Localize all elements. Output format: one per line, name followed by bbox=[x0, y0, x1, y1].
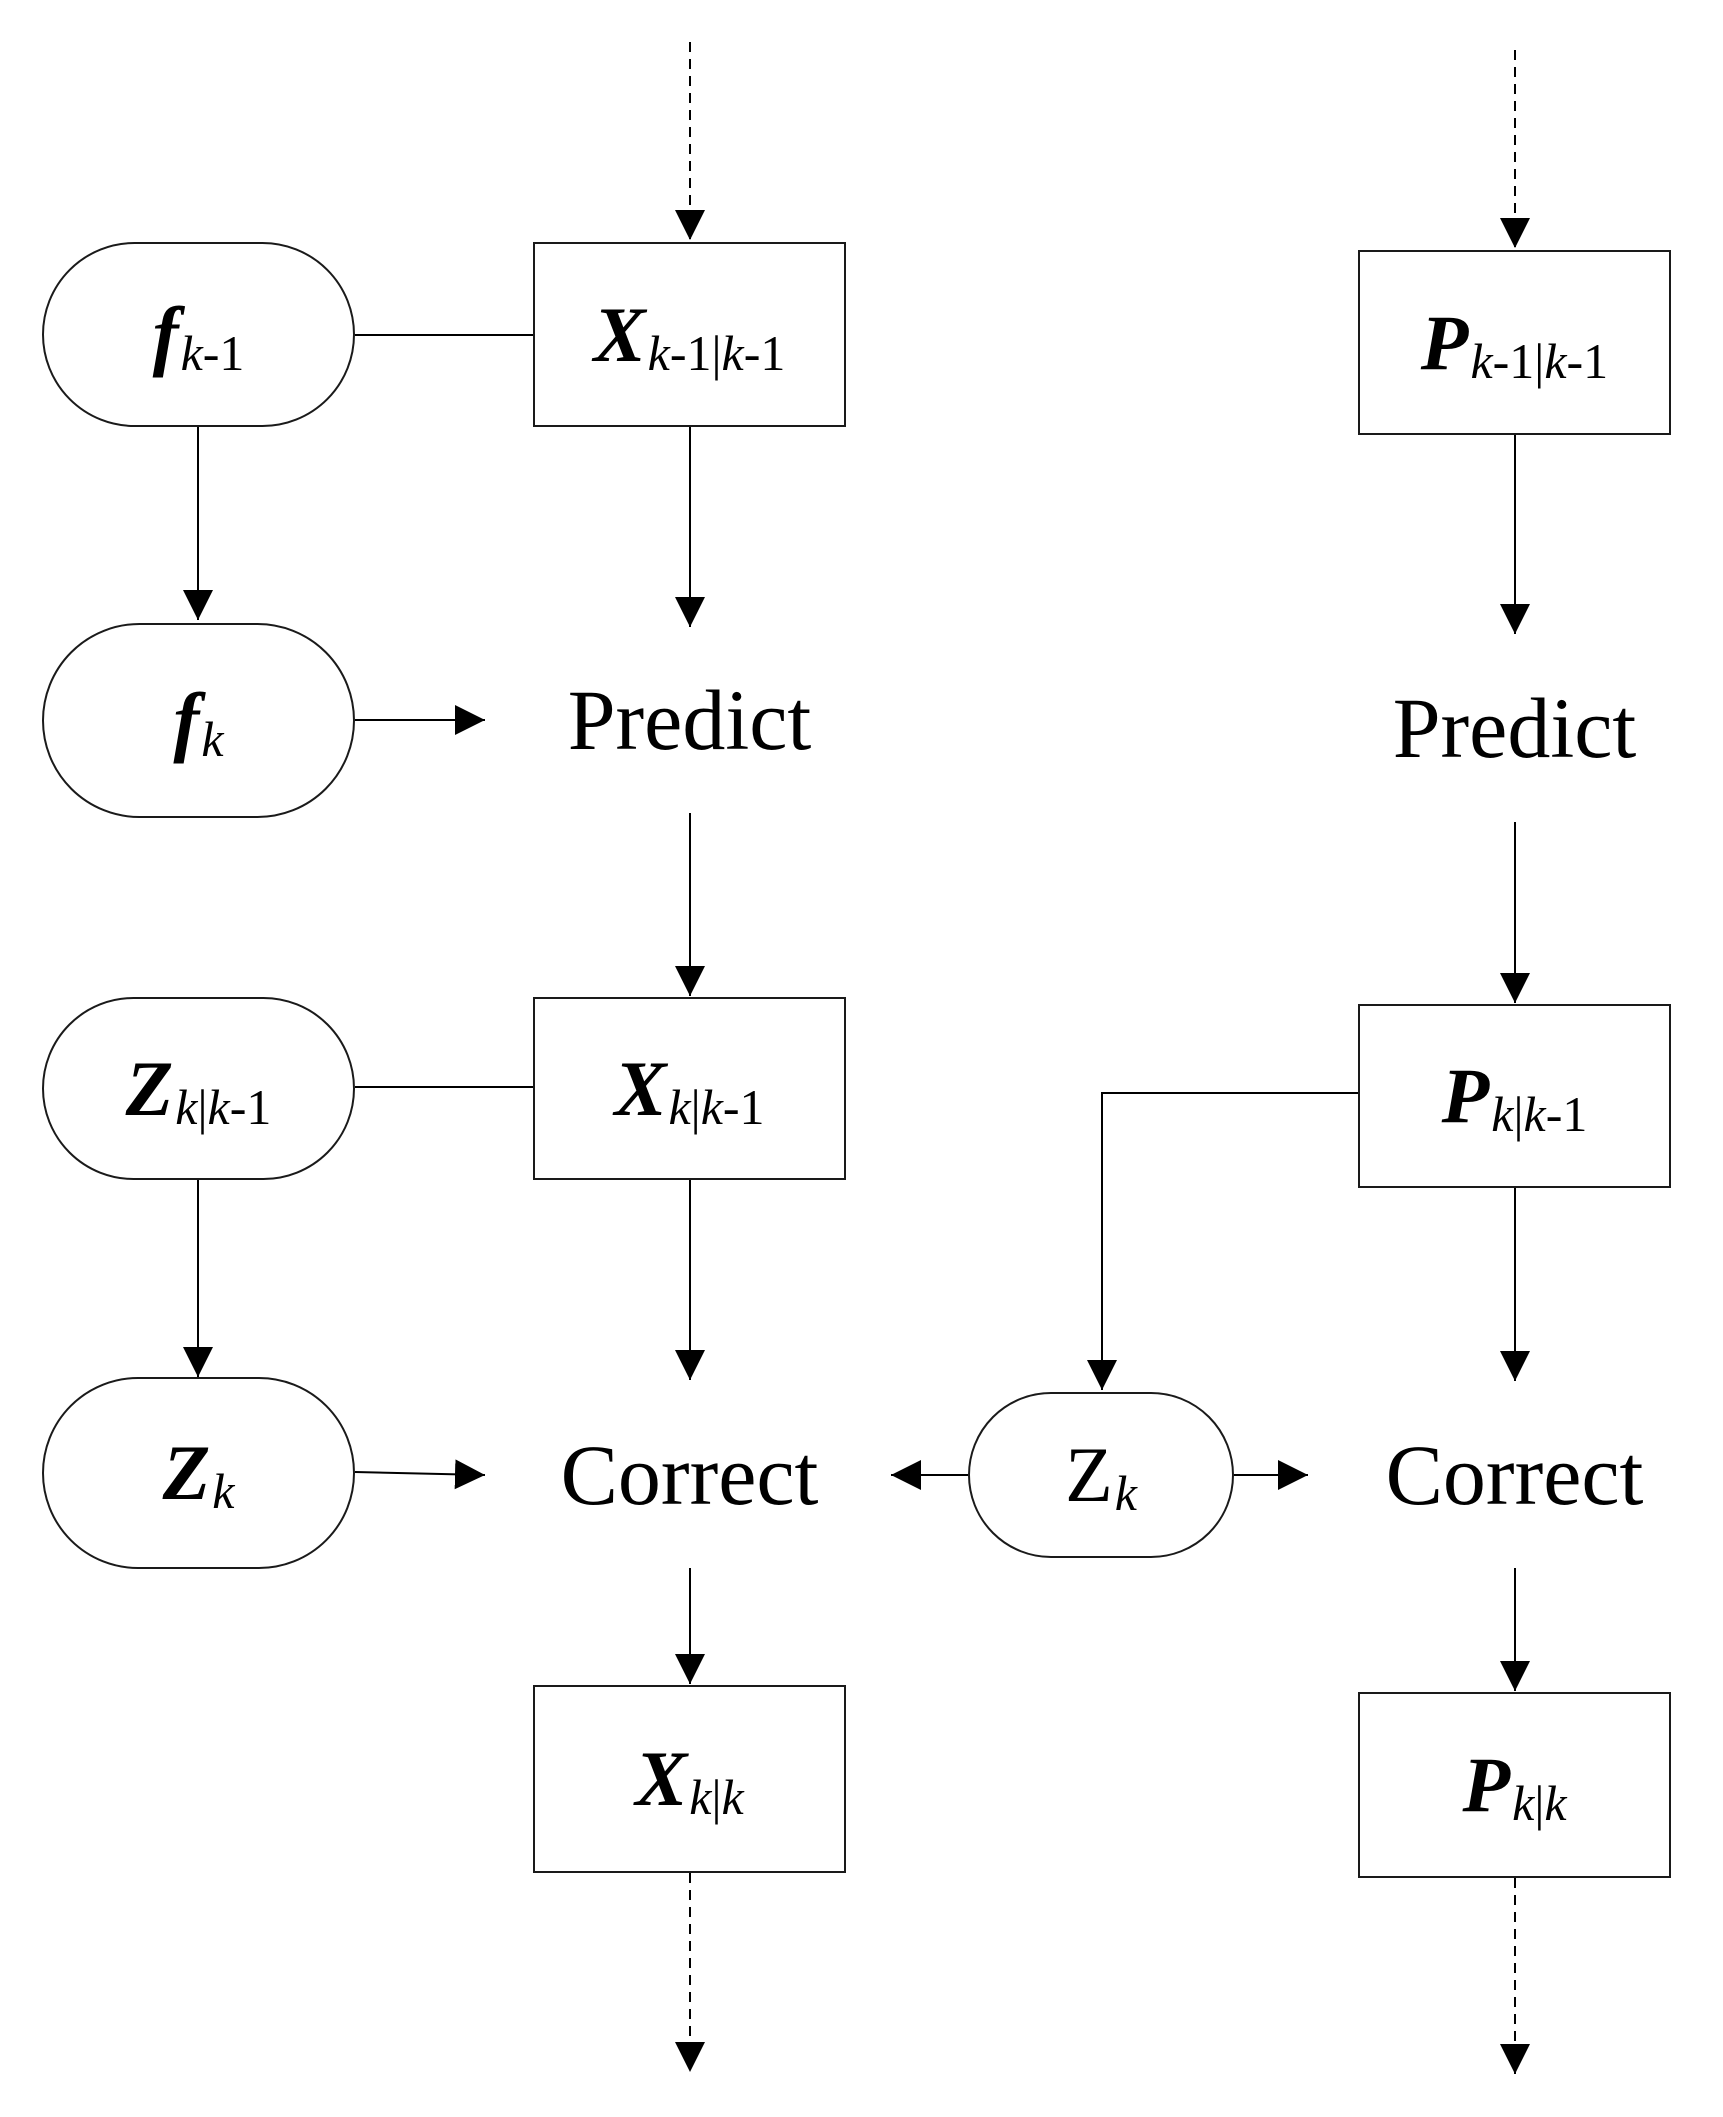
node-f-km1-subscript: k-1 bbox=[180, 324, 245, 381]
node-p-kkm1-symbol: P bbox=[1441, 1052, 1490, 1139]
node-x-kk-symbol: X bbox=[635, 1735, 688, 1822]
node-p-km1km1-symbol: P bbox=[1420, 298, 1469, 386]
node-p-kk-symbol: P bbox=[1462, 1741, 1511, 1828]
node-p-kkm1-subscript: k|k-1 bbox=[1491, 1086, 1588, 1142]
node-z-k-mid-subscript: k bbox=[1114, 1465, 1137, 1521]
node-f-k-symbol: f bbox=[173, 676, 200, 764]
predict-left-label: Predict bbox=[567, 672, 812, 768]
edge-zk-to-correct bbox=[354, 1459, 486, 1490]
node-x-kkm1-symbol: X bbox=[614, 1044, 667, 1132]
predict-right-label: Predict bbox=[1392, 680, 1637, 776]
node-f-km1-symbol: f bbox=[152, 290, 179, 378]
node-f-k-subscript: k bbox=[201, 710, 224, 767]
edge-p-to-zk-elbow bbox=[1087, 1092, 1358, 1390]
correct-left-label: Correct bbox=[560, 1427, 819, 1523]
node-z-k-mid-symbol: Z bbox=[1065, 1431, 1113, 1518]
correct-right-label: Correct bbox=[1385, 1427, 1644, 1523]
node-z-kkm1-subscript: k|k-1 bbox=[175, 1078, 272, 1135]
node-z-k-left-symbol: Z bbox=[162, 1429, 211, 1516]
node-p-kk-subscript: k|k bbox=[1512, 1775, 1567, 1831]
node-z-kkm1-symbol: Z bbox=[125, 1044, 174, 1132]
node-x-kk-subscript: k|k bbox=[689, 1769, 744, 1825]
node-x-kkm1-subscript: k|k-1 bbox=[668, 1078, 765, 1135]
node-x-km1km1-subscript: k-1|k-1 bbox=[647, 324, 786, 381]
node-x-km1km1-symbol: X bbox=[593, 290, 646, 378]
node-p-km1km1-subscript: k-1|k-1 bbox=[1470, 332, 1609, 389]
node-z-k-left-subscript: k bbox=[212, 1463, 235, 1519]
